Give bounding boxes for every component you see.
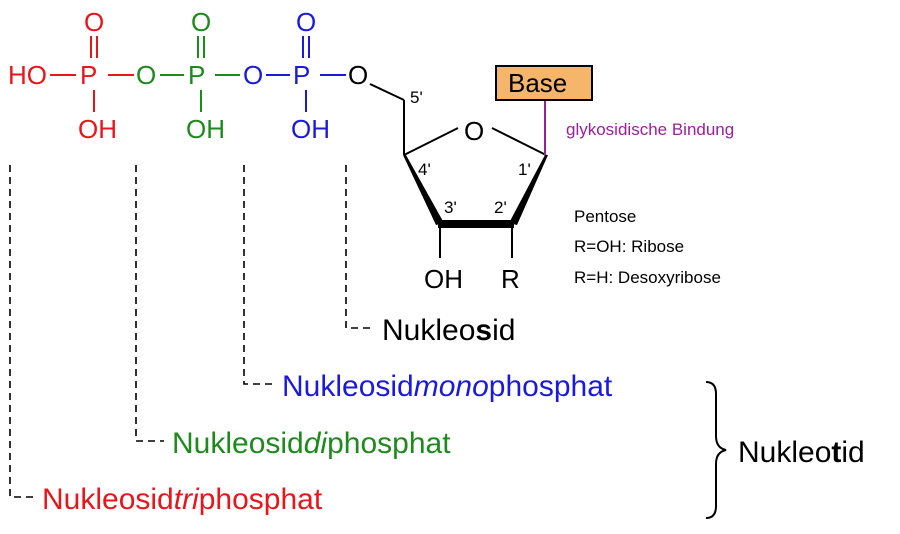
label-di-b: di xyxy=(304,427,329,460)
c2-r: R xyxy=(501,264,520,294)
c4-label: 4' xyxy=(418,160,431,179)
tri-ho: HO xyxy=(8,60,47,90)
tri-p: P xyxy=(80,60,97,90)
label-tri: Nukleosidtriphosphat xyxy=(42,483,323,516)
di-mono-link-o: O xyxy=(243,60,263,90)
phosphate-di-group: O P O OH xyxy=(136,7,240,144)
mono-o-top: O xyxy=(296,7,316,37)
base-box xyxy=(495,65,593,101)
bracket-di xyxy=(135,165,164,442)
label-mono-c: phosphat xyxy=(489,370,613,403)
tri-di-link-o: O xyxy=(136,60,156,90)
di-oh: OH xyxy=(186,114,225,144)
label-tri-b: tri xyxy=(174,483,200,516)
glycosidic-label: glykosidische Bindung xyxy=(566,120,734,139)
label-mono-a: Nukleosid xyxy=(282,370,414,403)
ester-o: O xyxy=(348,60,368,90)
pentose-ribose: R=OH: Ribose xyxy=(574,237,684,256)
pentose-title: Pentose xyxy=(574,207,636,226)
c4-c3-wedge xyxy=(403,155,444,225)
label-nukleotid-b: t xyxy=(831,436,841,469)
c3-label: 3' xyxy=(444,198,457,217)
label-mono: Nukleosidmonophosphat xyxy=(282,370,613,403)
label-tri-c: phosphat xyxy=(199,483,323,516)
label-nukleosid-b: s xyxy=(475,314,492,347)
c4-ringo-bond xyxy=(403,127,459,156)
ringo-c1-bond xyxy=(491,127,547,156)
label-di-a: Nukleosid xyxy=(172,427,304,460)
bracket-mono xyxy=(243,165,272,385)
label-nukleosid-a: Nukleo xyxy=(382,314,475,347)
label-nukleotid-a: Nukleo xyxy=(738,436,831,469)
c1-c2-wedge xyxy=(509,155,548,225)
phosphate-tri-group: HO P O OH xyxy=(8,7,134,144)
di-p: P xyxy=(188,60,205,90)
nukleotid-brace xyxy=(705,381,727,519)
c1-label: 1' xyxy=(518,160,531,179)
mono-oh: OH xyxy=(291,114,330,144)
c5-label: 5' xyxy=(410,88,423,107)
label-di: Nukleosiddiphosphat xyxy=(172,427,451,460)
label-di-c: phosphat xyxy=(327,427,451,460)
phosphate-mono-group: O P O OH xyxy=(243,7,346,144)
label-nukleotid: Nukleotid xyxy=(738,436,865,469)
mono-p: P xyxy=(293,60,310,90)
label-tri-a: Nukleosid xyxy=(42,483,174,516)
c3-oh: OH xyxy=(424,264,463,294)
label-nukleosid-c: id xyxy=(492,314,515,347)
bracket-tri xyxy=(9,165,36,498)
tri-o-top: O xyxy=(84,7,104,37)
bracket-nukleosid xyxy=(345,165,375,329)
base-label: Base xyxy=(508,68,567,98)
o-c5-bond xyxy=(369,83,405,101)
pentose-desoxyribose: R=H: Desoxyribose xyxy=(574,268,721,287)
ring-o: O xyxy=(464,116,484,146)
sugar-group: O 5' O 4' 1' 3' 2' OH R xyxy=(348,60,548,294)
label-mono-b: mono xyxy=(414,370,489,403)
di-o-top: O xyxy=(191,7,211,37)
tri-oh: OH xyxy=(78,114,117,144)
dashed-brackets xyxy=(9,165,375,498)
label-nukleotid-c: id xyxy=(841,436,864,469)
c2-label: 2' xyxy=(494,198,507,217)
label-nukleosid: Nukleosid xyxy=(382,314,515,347)
